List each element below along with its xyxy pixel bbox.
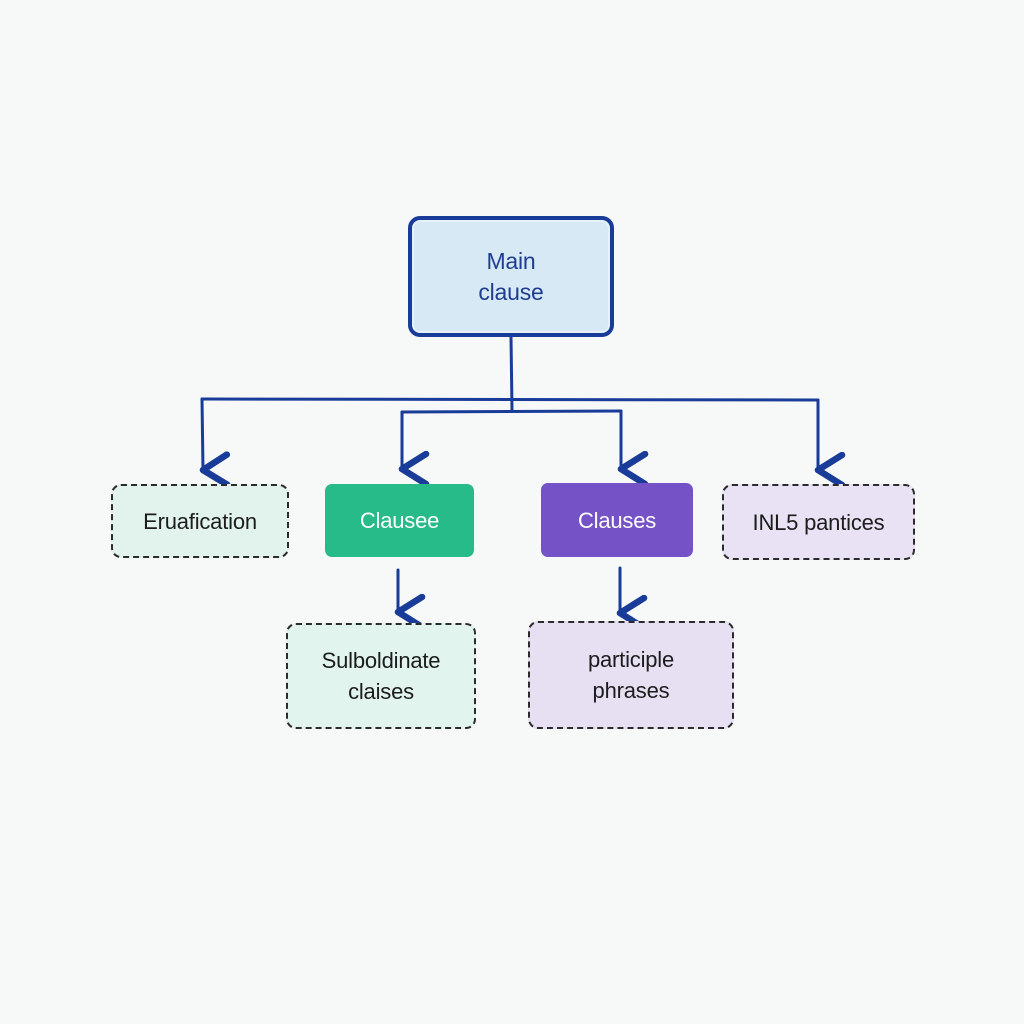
clausee-label: Clausee — [359, 508, 440, 533]
inner-bus-line — [400, 409, 623, 414]
clauses-label: Clauses — [577, 507, 657, 533]
outer-bus-line — [200, 397, 820, 402]
clauses-node: Clauses — [541, 483, 693, 557]
clausee-node: Clausee — [325, 484, 474, 557]
participle-phrases-node: participle phrases — [528, 621, 734, 729]
root-trunk-line — [509, 335, 514, 412]
arrow-to-eruafication — [202, 397, 203, 470]
eruafication-node: Eruafication — [111, 484, 289, 558]
main-clause-label: Main clause — [478, 247, 544, 305]
eruafication-label: Eruafication — [143, 508, 257, 534]
inl5-pantices-node: INL5 pantices — [722, 484, 915, 560]
sulboldinate-claises-node: Sulboldinate claises — [286, 623, 476, 729]
participle-phrases-label: participle phrases — [587, 647, 675, 703]
sulboldinate-claises-label: Sulboldinate claises — [321, 648, 441, 704]
main-clause-node: Main clause — [408, 216, 614, 337]
inl5-pantices-label: INL5 pantices — [752, 509, 885, 535]
